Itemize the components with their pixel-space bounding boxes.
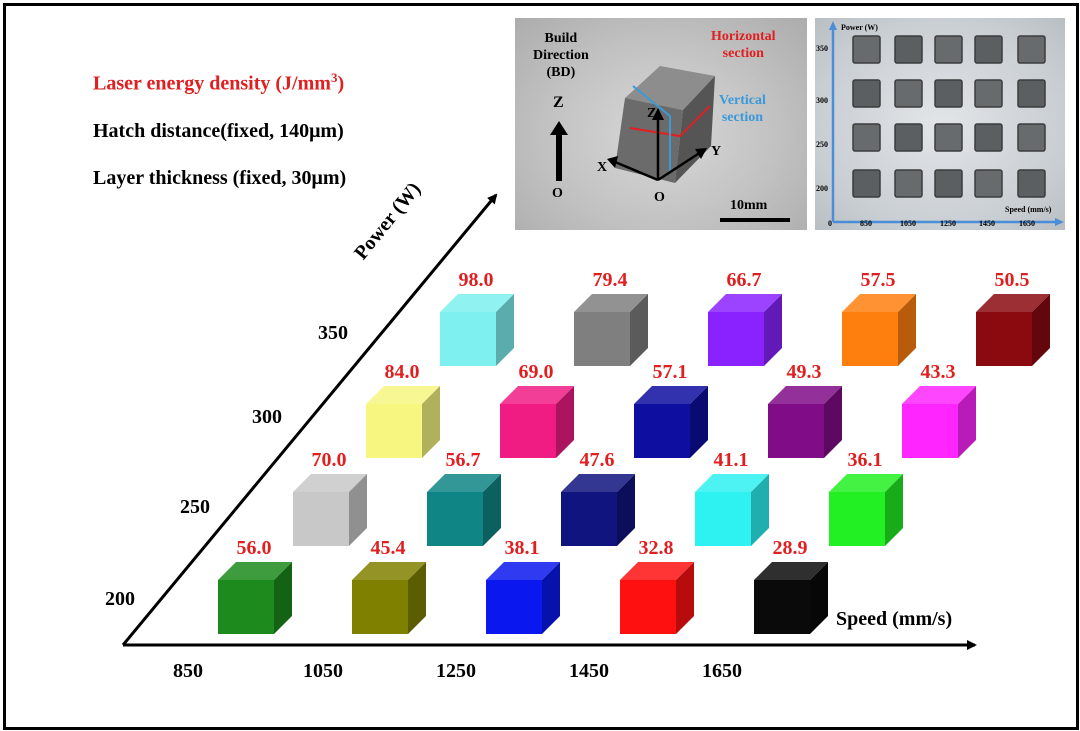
speed-tick-1050: 1050 [303,660,343,682]
grid-ytick-250: 250 [816,140,828,149]
printed-sample [852,123,881,152]
build-label-line3: (BD) [546,65,576,80]
printed-sample [1017,79,1046,108]
printed-sample [934,79,963,108]
speed-tick-850: 850 [173,660,203,682]
speed-tick-1450: 1450 [569,660,609,682]
printed-sample [852,169,881,198]
vertical-label-line1: Vertical [719,93,766,108]
horizontal-section-line [629,105,711,138]
grid-ytick-350: 350 [816,44,828,53]
printed-sample [934,169,963,198]
printed-sample [934,35,963,64]
grid-xtick-850: 850 [860,219,872,228]
power-tick-300: 300 [252,406,282,428]
cube-axis-o: O [654,190,665,205]
grid-xtick-1250: 1250 [940,219,956,228]
cube-photo-drawing [550,66,790,222]
grid-xtick-1650: 1650 [1019,219,1035,228]
printed-sample [974,35,1003,64]
printed-sample [1017,169,1046,198]
printed-sample [1017,123,1046,152]
horizontal-label-line2: section [722,46,764,61]
power-tick-250: 250 [180,496,210,518]
hatch-distance-label: Hatch distance(fixed, 140μm) [93,120,344,142]
printed-sample [894,35,923,64]
cube-side-face [675,76,715,183]
printed-sample [974,79,1003,108]
build-direction-arrow [556,133,562,181]
bd-axis-z: Z [553,94,564,111]
cube-axis-z: Z [647,106,657,121]
vertical-section-label: Vertical section [719,92,766,126]
energy-density-sup: 3 [330,70,338,85]
bd-axis-o: O [552,186,563,201]
energy-density-text: Laser energy density (J/mm [93,72,331,95]
speed-tick-1650: 1650 [702,660,742,682]
sample-grid-drawing [829,21,1064,226]
grid-xlabel: Speed (mm/s) [1005,205,1052,214]
printed-sample [974,169,1003,198]
speed-tick-1250: 1250 [436,660,476,682]
energy-density-close: ) [337,72,345,95]
energy-density-label: Laser energy density (J/mm3) [93,70,344,96]
power-tick-350: 350 [318,322,348,344]
grid-ylabel: Power (W) [841,23,878,32]
printed-sample [894,79,923,108]
grid-xtick-1050: 1050 [900,219,916,228]
printed-sample [852,79,881,108]
printed-sample [974,123,1003,152]
vertical-label-line2: section [721,110,764,125]
build-label-line1: Build [544,31,578,46]
vertical-section-line [632,85,671,173]
cube-photo: Build Direction (BD) Horizontal section … [515,18,807,230]
printed-sample [1017,35,1046,64]
printed-sample [894,169,923,198]
horizontal-label-line1: Horizontal [711,29,776,44]
grid-xtick-1450: 1450 [979,219,995,228]
printed-sample [894,123,923,152]
sample-grid-photo: Power (W) Speed (mm/s) 350 300 250 200 0… [815,18,1065,230]
cube-axis-x: X [597,160,608,175]
printed-sample [852,35,881,64]
horizontal-section-label: Horizontal section [711,28,776,62]
grid-ytick-200: 200 [816,184,828,193]
cube-front-face [615,98,683,183]
build-direction-label: Build Direction (BD) [533,30,589,81]
cube-axis-y: Y [711,144,722,159]
power-tick-200: 200 [105,588,135,610]
speed-axis-label: Speed (mm/s) [836,608,953,630]
grid-ytick-300: 300 [816,96,828,105]
grid-xtick-0: 0 [828,219,832,228]
layer-thickness-label: Layer thickness (fixed, 30μm) [93,167,347,189]
scale-bar-label: 10mm [730,198,768,213]
build-label-line2: Direction [533,48,589,63]
printed-sample [934,123,963,152]
